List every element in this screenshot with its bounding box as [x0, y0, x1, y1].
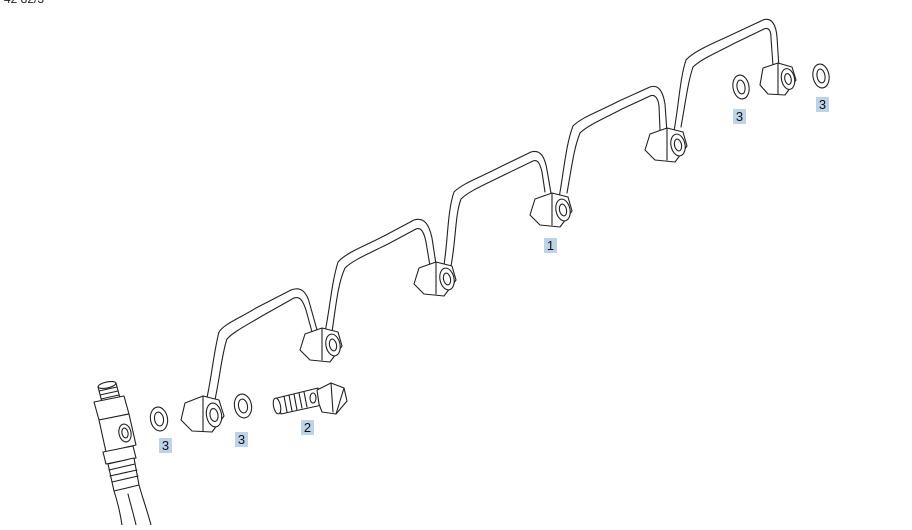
union-nut-4 — [644, 127, 688, 163]
sealing-ring-1 — [149, 406, 169, 432]
banjo-bolt — [272, 382, 348, 415]
union-nut-start — [180, 395, 225, 433]
figure-id: 42 82/3 — [4, 0, 44, 6]
callout-part-2: 2 — [301, 420, 314, 435]
injection-line — [203, 18, 780, 409]
union-nut-1 — [299, 327, 343, 363]
sealing-ring-2 — [233, 393, 253, 419]
callout-part-3-b: 3 — [235, 432, 248, 447]
callout-part-3-c: 3 — [733, 109, 746, 124]
callout-part-1: 1 — [544, 238, 557, 253]
sealing-ring-4 — [812, 63, 830, 89]
union-nut-5 — [759, 62, 797, 96]
injector-nozzle — [93, 380, 152, 526]
union-nut-3 — [529, 192, 573, 228]
callout-part-3-d: 3 — [816, 97, 829, 112]
sealing-ring-3 — [732, 74, 750, 100]
callout-part-3-a: 3 — [159, 438, 172, 453]
union-nut-2 — [413, 261, 457, 297]
